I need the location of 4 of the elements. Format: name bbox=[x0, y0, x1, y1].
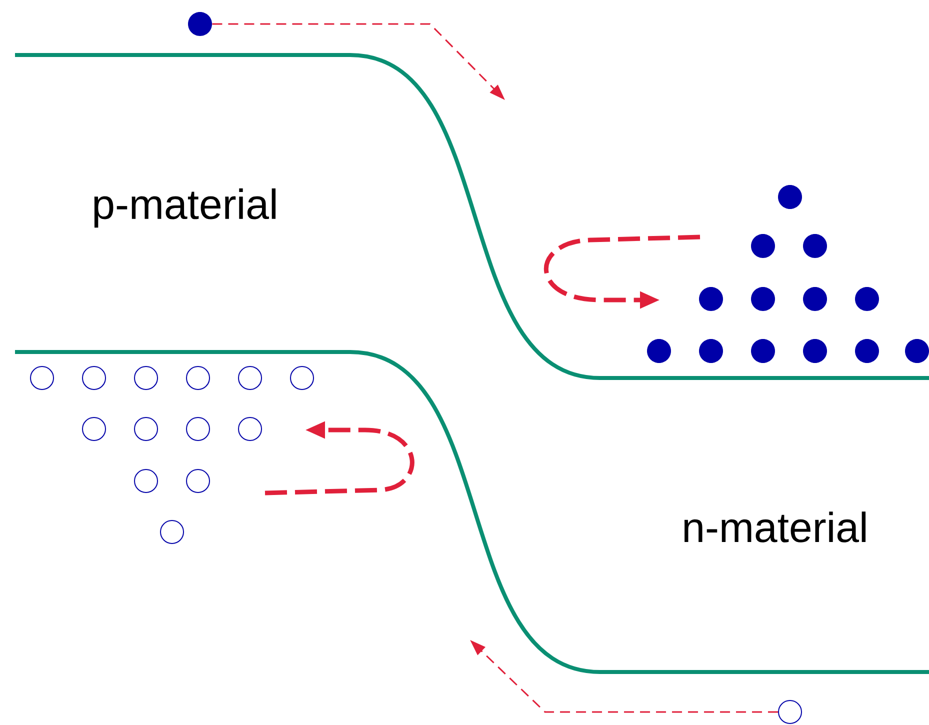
hole bbox=[778, 700, 802, 724]
region-label: n-material bbox=[684, 512, 866, 542]
region-label: p-material bbox=[94, 188, 276, 228]
electron bbox=[188, 12, 212, 36]
